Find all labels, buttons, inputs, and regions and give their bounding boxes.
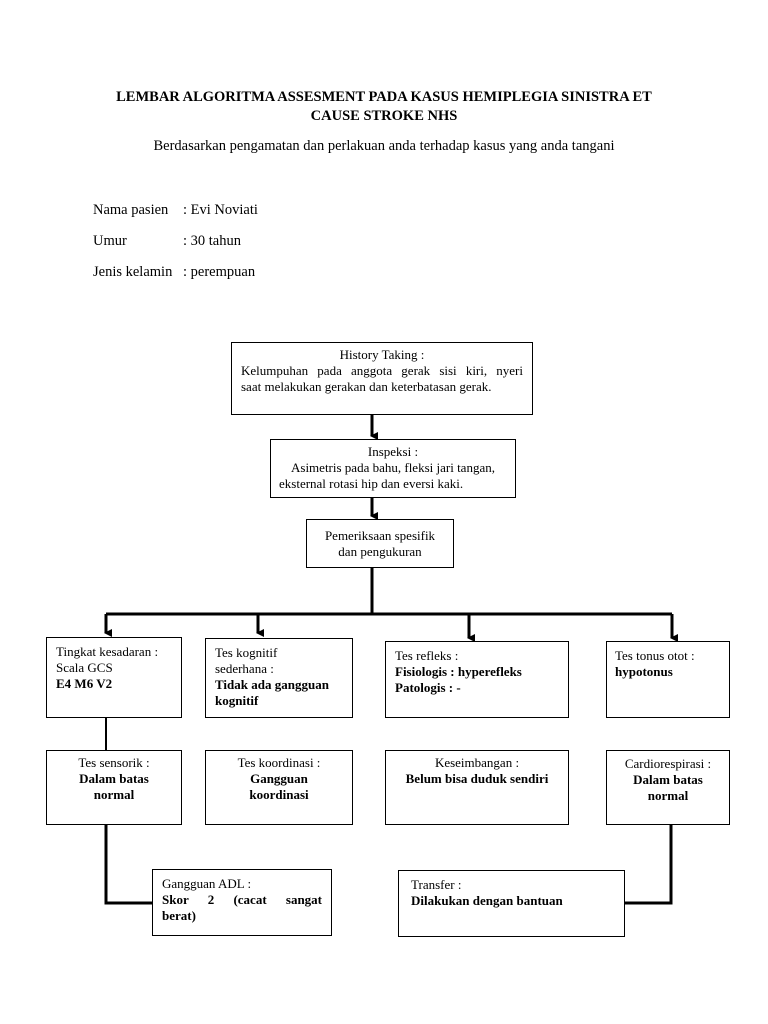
koordinasi-box: Tes koordinasi : Gangguan koordinasi (205, 750, 353, 825)
cardiorespirasi-heading: Cardiorespirasi : (624, 756, 712, 771)
kesadaran-heading-2: Scala GCS (56, 660, 113, 675)
refleks-box: Tes refleks : Fisiologis : hyperefleks P… (385, 641, 569, 718)
patient-name-value: : Evi Noviati (183, 202, 258, 218)
refleks-patologis: Patologis : - (395, 680, 461, 695)
kognitif-heading-1: Tes kognitif (215, 645, 278, 660)
adl-heading: Gangguan ADL : (162, 876, 252, 891)
patient-age-row: Umur : 30 tahun (93, 233, 241, 250)
history-taking-text-1: Kelumpuhan pada anggota gerak sisi kiri,… (241, 363, 523, 378)
adl-result-1: Skor 2 (cacat sangat (162, 892, 322, 907)
patient-age-value: : 30 tahun (183, 233, 241, 249)
tonus-heading: Tes tonus otot : (615, 648, 695, 663)
cardiorespirasi-box: Cardiorespirasi : Dalam batas normal (606, 750, 730, 825)
kognitif-box: Tes kognitif sederhana : Tidak ada gangg… (205, 638, 353, 718)
history-taking-heading: History Taking : (339, 347, 425, 362)
tonus-result: hypotonus (615, 664, 673, 679)
connector-cardio-to-transfer (625, 825, 673, 905)
title-line-2: CAUSE STROKE NHS (310, 108, 458, 124)
history-taking-box: History Taking : Kelumpuhan pada anggota… (231, 342, 533, 415)
keseimbangan-heading: Keseimbangan : (434, 755, 520, 770)
refleks-heading: Tes refleks : (395, 648, 459, 663)
keseimbangan-result: Belum bisa duduk sendiri (405, 771, 549, 786)
kesadaran-heading-1: Tingkat kesadaran : (56, 644, 159, 659)
connector-sensorik-to-adl (104, 825, 152, 905)
sensorik-result-2: normal (93, 787, 135, 802)
sensorik-heading: Tes sensorik : (78, 755, 150, 770)
pemeriksaan-text-2: dan pengukuran (338, 544, 422, 559)
patient-sex-row: Jenis kelamin : perempuan (93, 264, 255, 281)
document-subtitle: Berdasarkan pengamatan dan perlakuan and… (153, 138, 615, 154)
kesadaran-box: Tingkat kesadaran : Scala GCS E4 M6 V2 (46, 637, 182, 718)
pemeriksaan-box: Pemeriksaan spesifik dan pengukuran (306, 519, 454, 568)
sensorik-box: Tes sensorik : Dalam batas normal (46, 750, 182, 825)
keseimbangan-box: Keseimbangan : Belum bisa duduk sendiri (385, 750, 569, 825)
inspeksi-text-2: eksternal rotasi hip dan eversi kaki. (279, 476, 464, 491)
inspeksi-box: Inspeksi : Asimetris pada bahu, fleksi j… (270, 439, 516, 498)
patient-sex-value: : perempuan (183, 264, 256, 280)
title-line-1: LEMBAR ALGORITMA ASSESMENT PADA KASUS HE… (116, 89, 652, 105)
kognitif-heading-2: sederhana : (215, 661, 274, 676)
patient-name-row: Nama pasien : Evi Noviati (93, 202, 258, 219)
kognitif-result-2: kognitif (215, 693, 259, 708)
patient-age-label: Umur (93, 233, 127, 249)
inspeksi-text-1: Asimetris pada bahu, fleksi jari tangan, (291, 460, 495, 475)
inspeksi-heading: Inspeksi : (367, 444, 419, 459)
history-taking-text-2: saat melakukan gerakan dan keterbatasan … (241, 379, 492, 394)
koordinasi-heading: Tes koordinasi : (237, 755, 321, 770)
cardiorespirasi-result-1: Dalam batas (633, 772, 703, 787)
adl-box: Gangguan ADL : Skor 2 (cacat sangat bera… (152, 869, 332, 936)
kesadaran-result: E4 M6 V2 (56, 676, 113, 691)
transfer-result: Dilakukan dengan bantuan (411, 893, 563, 908)
tonus-box: Tes tonus otot : hypotonus (606, 641, 730, 718)
patient-name-label: Nama pasien (93, 202, 169, 218)
kognitif-result-1: Tidak ada gangguan (215, 677, 329, 692)
document-title: LEMBAR ALGORITMA ASSESMENT PADA KASUS HE… (60, 88, 708, 126)
transfer-box: Transfer : Dilakukan dengan bantuan (398, 870, 625, 937)
pemeriksaan-text-1: Pemeriksaan spesifik (324, 528, 436, 543)
sensorik-result-1: Dalam batas (79, 771, 149, 786)
cardiorespirasi-result-2: normal (647, 788, 689, 803)
koordinasi-result-2: koordinasi (249, 787, 309, 802)
refleks-fisiologis: Fisiologis : hyperefleks (395, 664, 522, 679)
adl-result-2: berat) (162, 908, 196, 923)
transfer-heading: Transfer : (411, 877, 462, 892)
patient-sex-label: Jenis kelamin (93, 264, 173, 280)
koordinasi-result-1: Gangguan (250, 771, 308, 786)
